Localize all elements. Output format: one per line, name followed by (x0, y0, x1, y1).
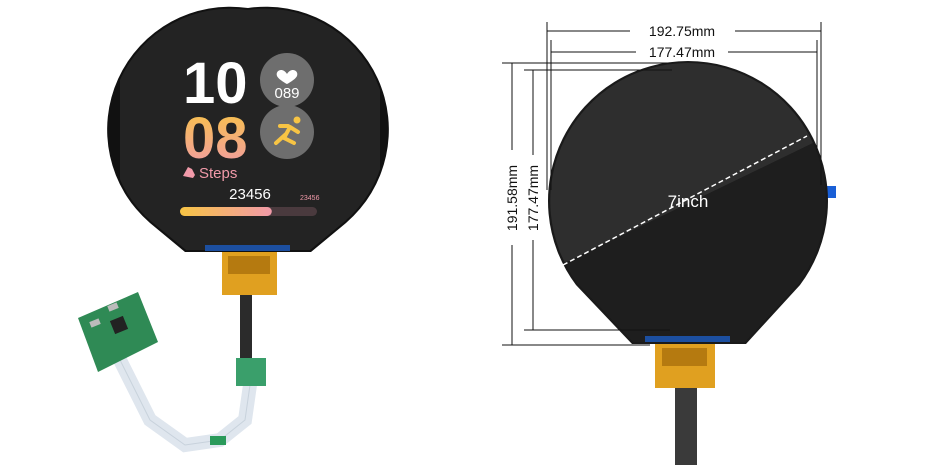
dim-inner-height: 177.47mm (525, 165, 541, 231)
running-icon (274, 116, 301, 145)
steps-progress-fill (180, 207, 272, 216)
fpc-tail-right (675, 385, 697, 465)
heart-rate-value: 089 (274, 85, 299, 102)
steps-label: Steps (199, 165, 237, 182)
round-display-left (107, 6, 389, 252)
round-display-right (548, 60, 828, 344)
steps-value: 23456 (229, 186, 271, 203)
dim-outer-width: 192.75mm (649, 23, 715, 39)
fpc-connector-left (222, 250, 277, 295)
heart-icon (276, 69, 298, 84)
shoe-icon (183, 167, 195, 178)
fpc-connector-right (655, 340, 715, 388)
diagonal-label: 7inch (668, 192, 709, 211)
watch-minute: 08 (183, 106, 248, 171)
diagonal-line (562, 135, 808, 266)
steps-goal: 23456 (300, 195, 320, 202)
dimension-lines (502, 22, 822, 346)
fpc-cable (240, 290, 252, 360)
dim-outer-height: 191.58mm (504, 165, 520, 231)
dim-inner-width: 177.47mm (649, 44, 715, 60)
ribbon-cable (113, 356, 257, 453)
adapter-board (236, 358, 266, 386)
watch-hour: 10 (183, 51, 248, 116)
controller-board (78, 292, 158, 372)
